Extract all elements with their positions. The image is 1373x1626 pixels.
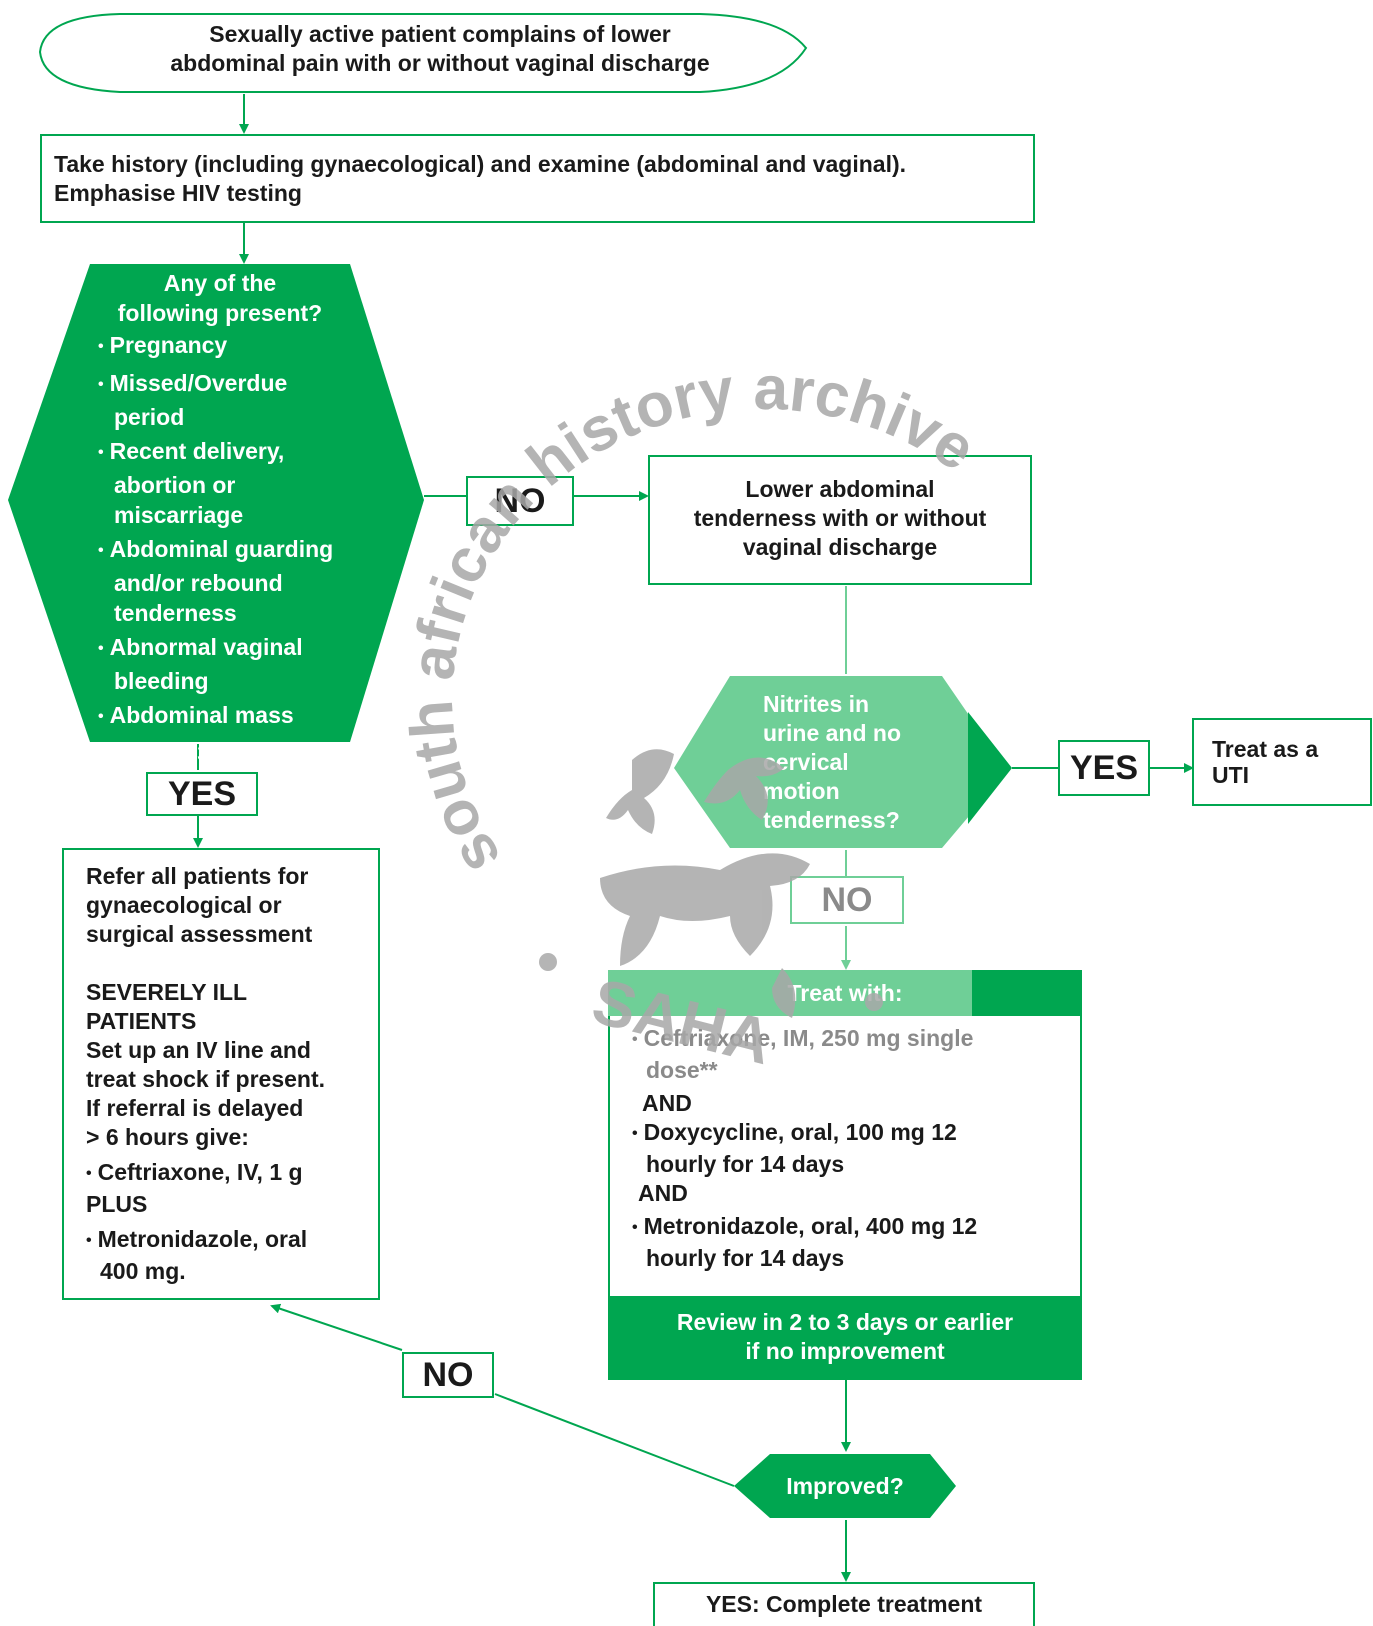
decision1-item-text: period <box>114 404 185 430</box>
decision2-line-5: tenderness? <box>763 807 900 833</box>
yes-label-text: YES <box>1069 749 1139 787</box>
decision1-item-text: miscarriage <box>114 502 244 528</box>
refer-line: > 6 hours give: <box>86 1124 249 1150</box>
decision1-title-2: following present? <box>117 300 323 326</box>
decision1-item: Abnormal vaginal bleeding <box>98 632 400 696</box>
decision1-item: Recent delivery, abortion or miscarriage <box>98 436 400 530</box>
treat-box: Treat with: Ceftriaxone, IM, 250 mg sing… <box>608 970 1082 1380</box>
treat-drug-3: Metronidazole, oral, 400 mg 12 <box>632 1212 1080 1244</box>
no-label-text: NO <box>821 881 873 919</box>
yes-label-text: YES <box>167 775 237 813</box>
lower-line-1: Lower abdominal <box>745 476 935 502</box>
refer-line: surgical assessment <box>86 921 313 947</box>
decision2-line-4: motion <box>763 778 840 804</box>
decision2-text: Nitrites in urine and no cervical motion… <box>763 690 963 835</box>
refer-line: PLUS <box>86 1191 148 1217</box>
complete-text: YES: Complete treatment <box>705 1591 983 1617</box>
decision2-line-2: urine and no <box>763 720 901 746</box>
no-label-text: NO <box>422 1356 474 1394</box>
refer-line: Set up an IV line and <box>86 1037 311 1063</box>
treat-header-text: Treat with: <box>787 980 903 1006</box>
start-terminator-shape <box>38 13 808 93</box>
decision1-item-text: and/or rebound <box>114 570 283 596</box>
yes-label-decision1: YES <box>146 772 258 816</box>
decision1-item-text: bleeding <box>114 668 209 694</box>
start-line-2: abdominal pain with or without vaginal d… <box>170 50 710 76</box>
arrow-no-to-refer <box>270 1303 403 1351</box>
treat-drug-2: Doxycycline, oral, 100 mg 12 <box>632 1118 1080 1150</box>
uti-line-2: UTI <box>1212 762 1250 788</box>
decision1-item-text: Abdominal mass <box>98 700 400 734</box>
review-text: Review in 2 to 3 days or earlier if no i… <box>608 1296 1082 1366</box>
yes-label-decision2: YES <box>1058 740 1150 796</box>
decision1-item-text: tenderness <box>114 600 237 626</box>
refer-line: gynaecological or <box>86 892 282 918</box>
refer-line: SEVERELY ILL <box>86 979 248 1005</box>
refer-line: treat shock if present. <box>86 1066 326 1092</box>
treat-and-1: AND <box>642 1090 692 1116</box>
history-line-1: Take history (including gynaecological) … <box>54 151 907 177</box>
treat-drug-3-cont: hourly for 14 days <box>646 1245 845 1271</box>
treat-header: Treat with: <box>608 970 1082 1016</box>
decision2-hexagon-right-tip <box>968 712 1012 824</box>
decision1-item: Fever > 38 C <box>98 738 400 772</box>
improved-decision: Improved? <box>734 1472 956 1501</box>
treat-drug-2-cont: hourly for 14 days <box>646 1151 845 1177</box>
review-line-1: Review in 2 to 3 days or earlier <box>676 1309 1014 1335</box>
decision1-item: Missed/Overdue period <box>98 368 400 432</box>
arrow-improved-no <box>494 1393 735 1487</box>
treat-body: Ceftriaxone, IM, 250 mg single dose** AN… <box>608 1016 1082 1296</box>
history-box: Take history (including gynaecological) … <box>40 134 1035 223</box>
decision2-line-3: cervical <box>763 749 849 775</box>
decision1-item-text: Fever > 38 C <box>98 738 400 772</box>
decision1-text: Any of the following present? Pregnancy … <box>80 268 400 772</box>
decision1-item-text: Abnormal vaginal <box>98 632 400 666</box>
lower-abdominal-box: Lower abdominal tenderness with or witho… <box>648 455 1032 585</box>
review-box: Review in 2 to 3 days or earlier if no i… <box>608 1296 1082 1380</box>
decision1-item: Abdominal guarding and/or rebound tender… <box>98 534 400 628</box>
decision1-item-text: abortion or <box>114 472 236 498</box>
treat-drug-1: Ceftriaxone, IM, 250 mg single <box>632 1024 1080 1056</box>
start-node: Sexually active patient complains of low… <box>60 20 820 78</box>
no-label-decision1: NO <box>466 476 574 526</box>
refer-drug-1: Ceftriaxone, IV, 1 g <box>86 1158 378 1190</box>
treat-and-2: AND <box>638 1180 688 1206</box>
complete-treatment-box: YES: Complete treatment <box>653 1582 1035 1626</box>
decision1-item-text: Missed/Overdue <box>98 368 400 402</box>
decision1-item-text: Pregnancy <box>98 330 400 364</box>
no-label-improved: NO <box>402 1352 494 1398</box>
refer-line: 400 mg. <box>100 1258 186 1284</box>
refer-drug-2: Metronidazole, oral <box>86 1225 378 1257</box>
improved-decision-shape <box>734 1454 956 1518</box>
treat-drug-1-cont: dose** <box>646 1057 718 1083</box>
decision1-item: Abdominal mass <box>98 700 400 734</box>
start-line-1: Sexually active patient complains of low… <box>209 21 671 47</box>
uti-box: Treat as a UTI <box>1192 718 1372 806</box>
refer-box: Refer all patients for gynaecological or… <box>62 848 380 1300</box>
decision2-line-1: Nitrites in <box>763 691 870 717</box>
refer-line: PATIENTS <box>86 1008 197 1034</box>
review-line-2: if no improvement <box>745 1338 945 1364</box>
no-label-text: NO <box>494 482 546 520</box>
refer-line: If referral is delayed <box>86 1095 304 1121</box>
lower-line-2: tenderness with or without <box>693 505 987 531</box>
decision1-item-text: Abdominal guarding <box>98 534 400 568</box>
improved-text: Improved? <box>786 1473 904 1499</box>
decision1-title-1: Any of the <box>163 270 277 296</box>
lower-line-3: vaginal discharge <box>742 534 938 560</box>
decision1-title: Any of the following present? <box>80 268 360 328</box>
history-line-2: Emphasise HIV testing <box>54 180 302 206</box>
no-label-decision2: NO <box>790 876 904 924</box>
uti-line-1: Treat as a <box>1212 736 1319 762</box>
decision1-item: Pregnancy <box>98 330 400 364</box>
refer-line: Refer all patients for <box>86 863 309 889</box>
decision1-list: Pregnancy Missed/Overdue period Recent d… <box>98 330 400 772</box>
decision1-item-text: Recent delivery, <box>98 436 400 470</box>
